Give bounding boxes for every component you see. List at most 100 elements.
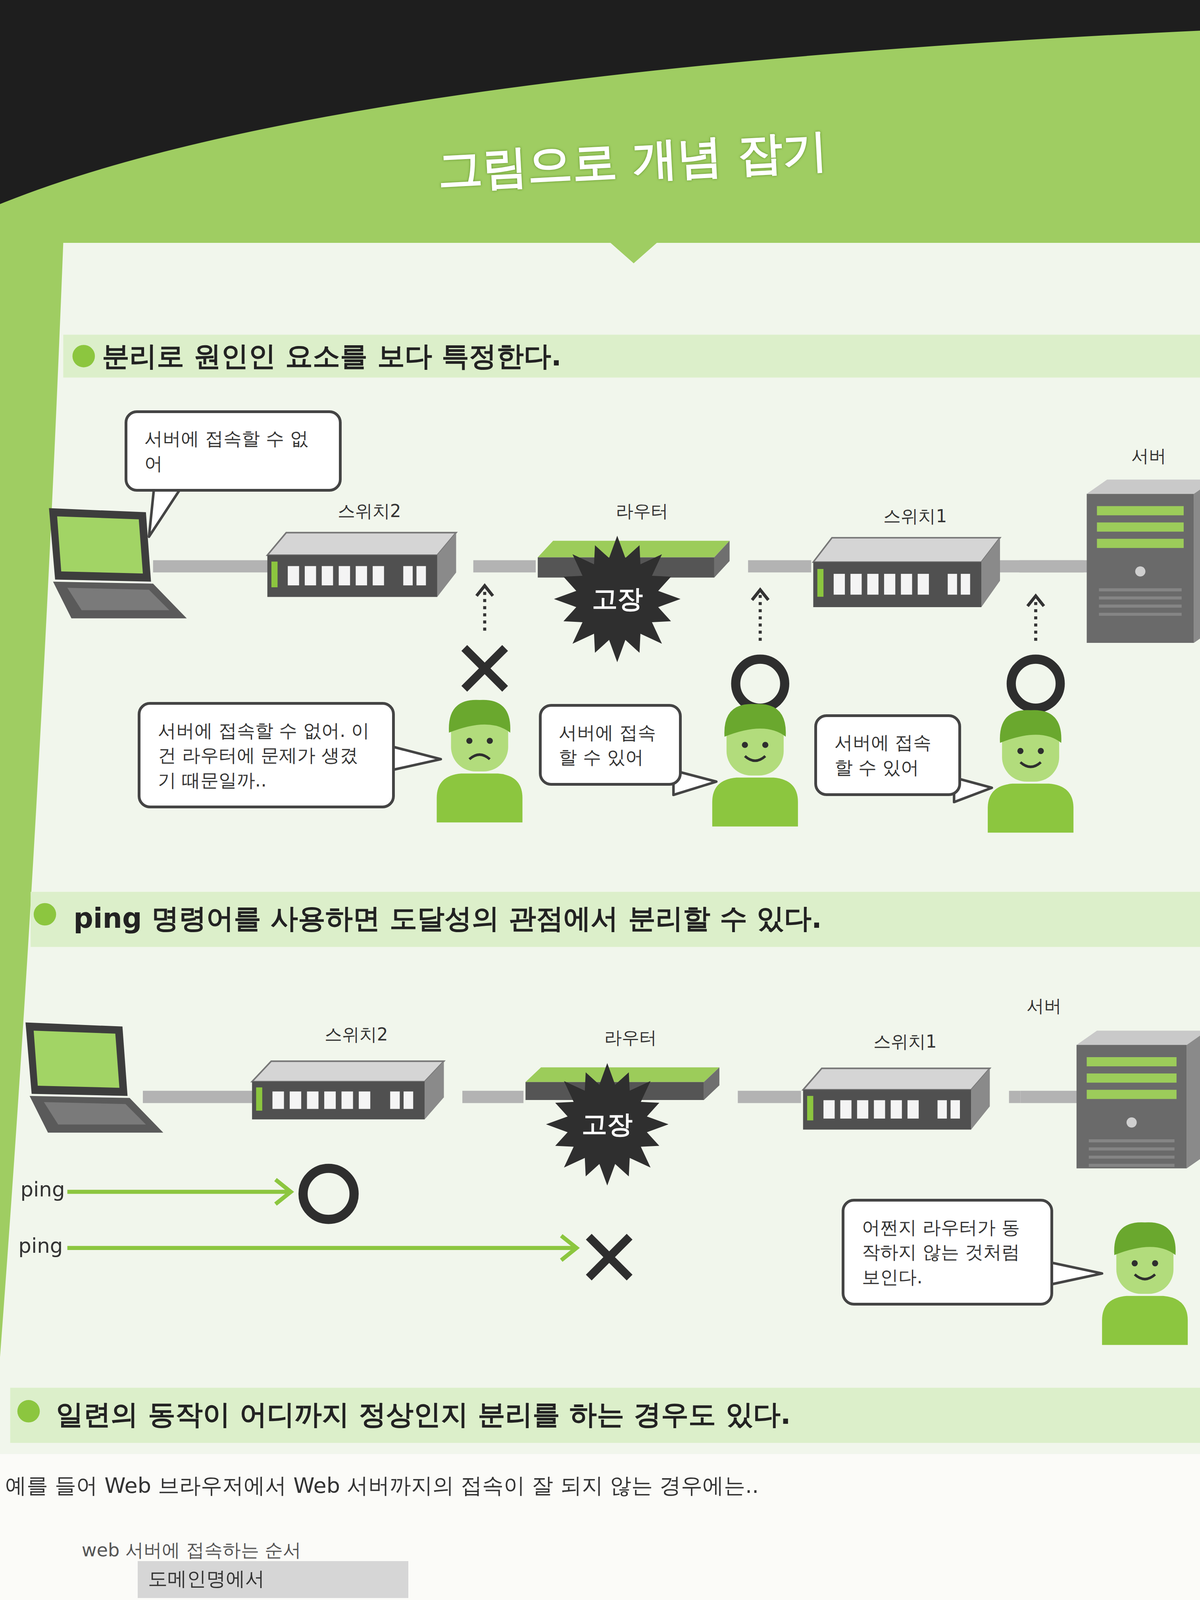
- bubble-text: 서버에 접속할 수 없어: [144, 426, 322, 476]
- person-mouth: [1020, 762, 1041, 768]
- laptop-base: [29, 1096, 164, 1133]
- page-frame: [0, 30, 1200, 1600]
- server-vent: [1088, 1155, 1175, 1159]
- ok-mark: [303, 1168, 355, 1220]
- section-heading: 일련의 동작이 어디까지 정상인지 분리를 하는 경우도 있다.: [55, 1396, 791, 1434]
- switch-port: [272, 1091, 285, 1110]
- bullet-dot: [33, 903, 57, 926]
- switch-icon: [813, 537, 1000, 608]
- network-device: 서버: [1020, 994, 1200, 1169]
- server-vent: [1088, 1139, 1175, 1143]
- server-button: [1126, 1117, 1137, 1128]
- switch-port: [873, 1100, 885, 1119]
- page-panel: [0, 242, 1200, 1600]
- switch-port: [321, 566, 334, 586]
- speech-bubble: 서버에 접속할 수 있어: [538, 703, 682, 786]
- laptop-base: [53, 581, 187, 619]
- network-device: 스위치2: [250, 1023, 463, 1121]
- fail-stroke: [588, 1236, 630, 1278]
- laptop-keys: [67, 587, 170, 611]
- speech-bubble: 어쩐지 라우터가 동작하지 않는 것처럼 보인다.: [841, 1198, 1053, 1306]
- ping-arrow: [67, 1179, 291, 1205]
- network-link: [473, 560, 536, 573]
- switch-port: [960, 573, 971, 595]
- note-text: ping: [18, 1233, 63, 1258]
- switch-front: [813, 561, 982, 608]
- network-device: 라우터고장: [535, 500, 749, 584]
- switch-port: [416, 566, 427, 586]
- heading-band: [30, 891, 1200, 947]
- person-body: [436, 773, 523, 823]
- switch-port: [307, 1091, 319, 1110]
- device-label: 서버: [1020, 994, 1200, 1018]
- ping-head: [561, 1235, 577, 1261]
- network-device: 라우터고장: [523, 1026, 738, 1100]
- switch-port: [907, 1100, 919, 1119]
- fail-stroke: [588, 1236, 630, 1278]
- switch-port: [403, 1091, 414, 1110]
- note-text: web 서버에 접속하는 순서: [81, 1537, 302, 1563]
- server-slot: [1086, 1073, 1177, 1083]
- switch-port: [917, 573, 929, 595]
- section-heading: 분리로 원인인 요소를 보다 특정한다.: [101, 337, 562, 375]
- switch-port: [289, 1091, 302, 1110]
- switch-top: [813, 537, 1000, 562]
- fail-stroke: [464, 648, 506, 689]
- person-eye: [741, 741, 748, 748]
- server-side: [1194, 479, 1200, 643]
- switch-icon: [251, 1061, 444, 1120]
- switch-side: [981, 537, 1000, 608]
- laptop-screen: [48, 508, 151, 582]
- section-heading: ping 명령어를 사용하면 도달성의 관점에서 분리할 수 있다.: [73, 900, 822, 938]
- network-device: 스위치1: [801, 1030, 1010, 1130]
- fault-burst: 고장: [553, 535, 681, 663]
- person-figure: [1101, 1222, 1188, 1345]
- switch-port: [950, 1100, 960, 1119]
- bubble-text: 어쩐지 라우터가 동작하지 않는 것처럼 보인다.: [861, 1215, 1033, 1290]
- switch-port: [390, 1091, 400, 1110]
- fault-burst: 고장: [546, 1063, 669, 1186]
- network-link: [748, 560, 812, 573]
- person-figure: [712, 703, 799, 827]
- ping-line: [67, 1189, 291, 1194]
- switch-port: [403, 566, 413, 586]
- switch-front: [267, 555, 438, 597]
- bubble-text: 서버에 접속할 수 있어: [558, 720, 662, 770]
- probe-arrow: [751, 589, 769, 641]
- ping-head: [275, 1179, 291, 1205]
- banner-notch: [608, 240, 660, 264]
- fault-label: 고장: [581, 1107, 633, 1142]
- person-figure: [987, 709, 1074, 833]
- fail-mark: [464, 648, 506, 689]
- ping-line: [67, 1246, 577, 1250]
- server-slot: [1086, 1057, 1177, 1067]
- network-link: [737, 1090, 801, 1104]
- person-eye: [762, 741, 769, 748]
- probe-arrow: [1027, 596, 1044, 641]
- ok-mark: [1011, 659, 1060, 708]
- switch-top: [267, 532, 457, 556]
- fail-mark: [588, 1236, 630, 1278]
- switch-led: [271, 561, 278, 588]
- switch-port: [890, 1100, 902, 1119]
- bubble-tail: [1044, 1261, 1102, 1286]
- probe-head: [1027, 596, 1044, 607]
- switch-side: [437, 532, 457, 597]
- bubble-text: 도메인명에서: [148, 1566, 399, 1592]
- switch-port: [884, 573, 896, 595]
- server-icon: [1076, 1030, 1200, 1169]
- person-hair: [1000, 709, 1062, 743]
- switch-top: [251, 1061, 444, 1082]
- note-text: 예를 들어 Web 브라우저에서 Web 서버까지의 접속이 잘 되지 않는 경…: [5, 1471, 759, 1501]
- server-slot: [1086, 1089, 1177, 1099]
- burst-fill: [553, 535, 681, 663]
- switch-port: [324, 1091, 336, 1110]
- probe-line: [483, 589, 487, 631]
- person-mouth: [744, 755, 766, 761]
- switch-port: [341, 1091, 354, 1110]
- network-wire: [1020, 1090, 1084, 1104]
- server-slot: [1096, 538, 1184, 549]
- heading-band: [10, 1387, 1200, 1443]
- step-box: 도메인명에서: [137, 1561, 408, 1599]
